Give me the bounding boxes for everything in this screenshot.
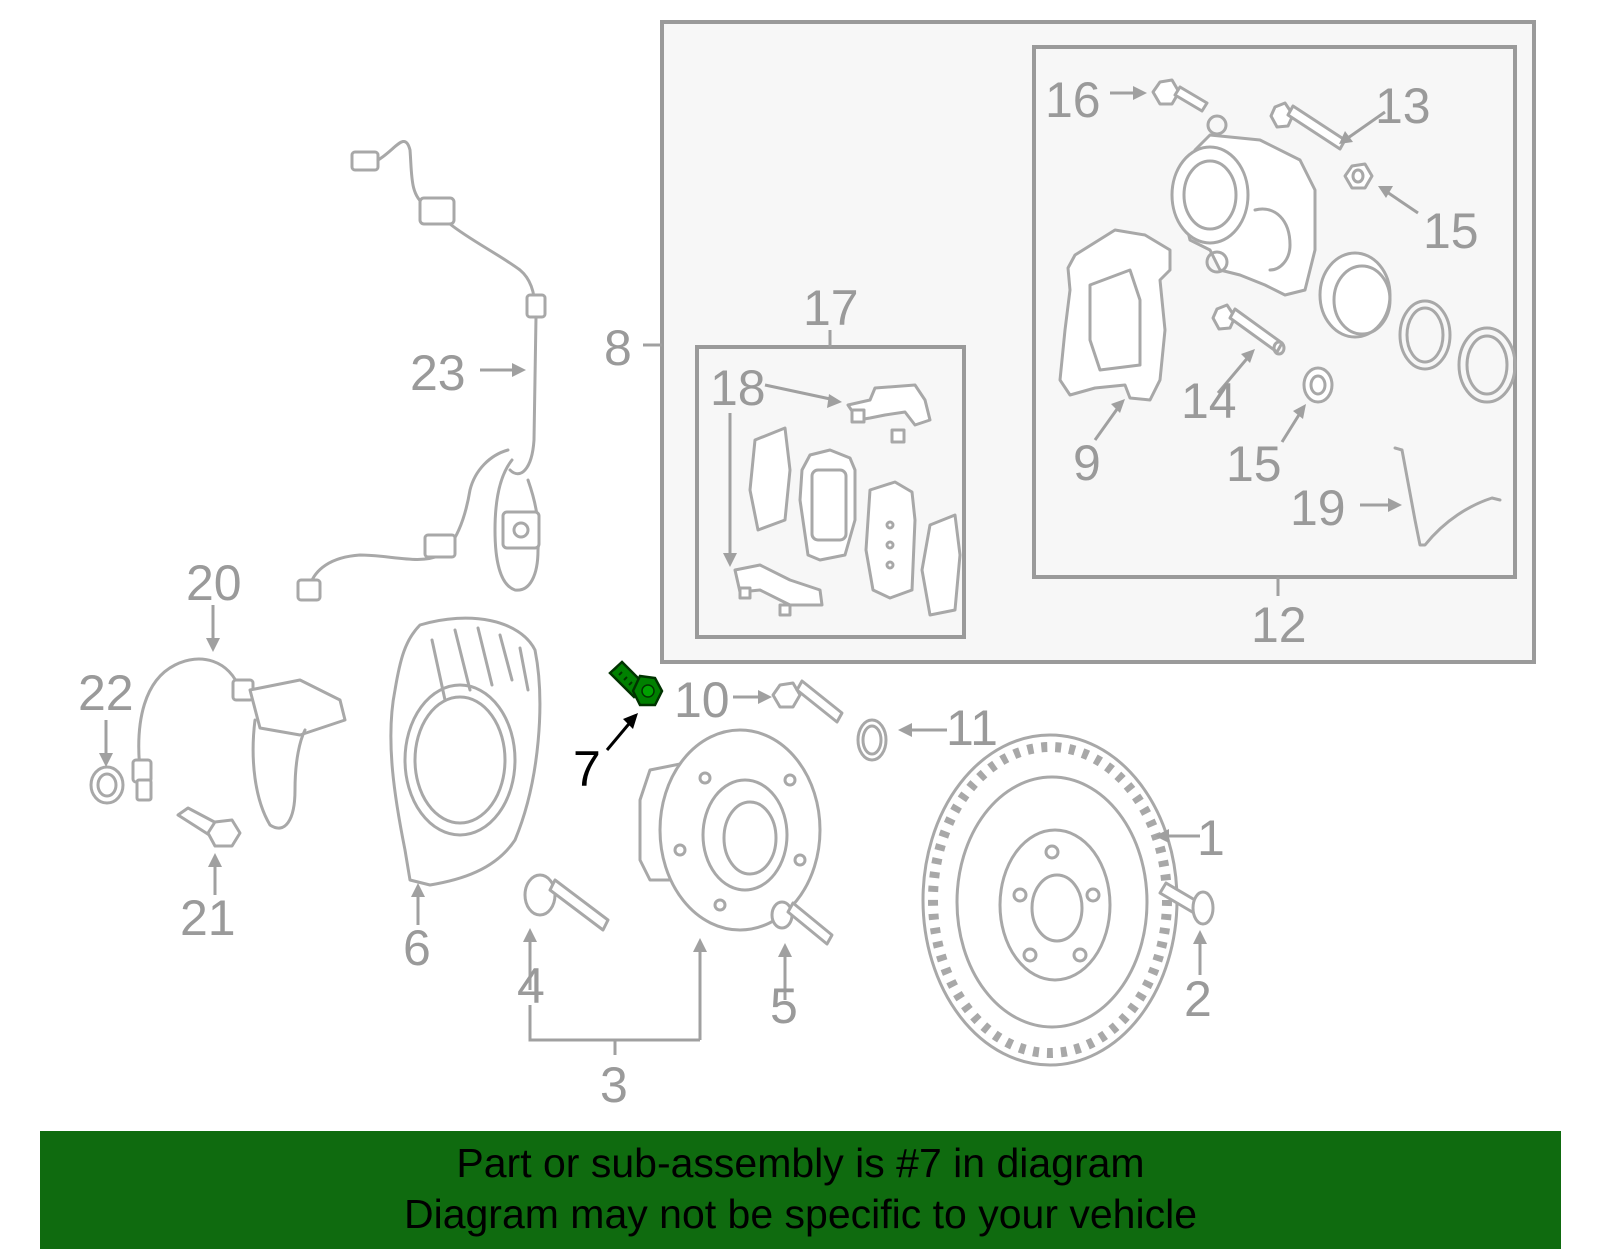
hose-bolt[interactable] bbox=[176, 806, 242, 848]
arrowhead-19 bbox=[1388, 498, 1402, 512]
callout-7: 7 bbox=[573, 741, 601, 797]
leader-14 bbox=[1216, 354, 1252, 394]
info-banner: Part or sub-assembly is #7 in diagram Di… bbox=[40, 1131, 1561, 1249]
arrowhead-22 bbox=[99, 753, 113, 767]
callout-16: 16 bbox=[1045, 72, 1101, 128]
arrowhead-3 bbox=[693, 938, 707, 952]
caliper-bolt-16[interactable] bbox=[1151, 78, 1209, 113]
callout-8: 8 bbox=[604, 320, 632, 376]
arrowhead-14 bbox=[1241, 349, 1255, 363]
wheel-speed-sensor-harness[interactable] bbox=[296, 140, 547, 602]
arrowhead-10 bbox=[758, 690, 772, 704]
callout-15-upper: 15 bbox=[1423, 203, 1479, 259]
arrowhead-16 bbox=[1133, 86, 1147, 100]
arrowhead-18 bbox=[827, 394, 842, 408]
arrowhead-6 bbox=[411, 883, 425, 897]
callout-15-lower: 15 bbox=[1226, 436, 1282, 492]
callout-2: 2 bbox=[1184, 971, 1212, 1027]
brake-rotor[interactable] bbox=[921, 733, 1179, 1067]
bracket-3 bbox=[528, 1005, 700, 1042]
guide-boot-15-upper[interactable] bbox=[1343, 162, 1374, 190]
guide-pin-14[interactable] bbox=[1211, 303, 1286, 356]
arrowhead-15b bbox=[1293, 404, 1306, 419]
brake-pad-inner[interactable] bbox=[864, 480, 917, 600]
brake-pad-shim-outer[interactable] bbox=[748, 426, 792, 532]
leader-9 bbox=[1093, 404, 1122, 441]
guide-boot-15-lower[interactable] bbox=[1302, 366, 1334, 404]
leader-15a bbox=[1383, 188, 1419, 215]
dust-boot[interactable] bbox=[1457, 326, 1517, 404]
arrowhead-20 bbox=[206, 638, 220, 652]
callout-21: 21 bbox=[180, 890, 236, 946]
arrowhead-23 bbox=[512, 363, 526, 377]
callout-13: 13 bbox=[1375, 78, 1431, 134]
callout-4: 4 bbox=[517, 958, 545, 1014]
callout-12: 12 bbox=[1251, 597, 1307, 653]
rotor-screw[interactable] bbox=[1158, 881, 1215, 926]
arrowhead-13 bbox=[1339, 131, 1353, 144]
callout-6: 6 bbox=[403, 920, 431, 976]
arrowhead-15a bbox=[1378, 186, 1393, 198]
arrowhead-2 bbox=[1193, 930, 1207, 944]
caliper-housing[interactable] bbox=[1170, 114, 1317, 297]
snap-ring[interactable] bbox=[856, 718, 888, 762]
leader-13 bbox=[1344, 110, 1386, 142]
callout-19: 19 bbox=[1290, 480, 1346, 536]
anti-rattle-clip-upper[interactable] bbox=[846, 383, 932, 444]
banner-line-2: Diagram may not be specific to your vehi… bbox=[403, 1191, 1197, 1237]
arrowhead-1 bbox=[1155, 829, 1169, 843]
callout-17: 17 bbox=[803, 280, 859, 336]
callout-11: 11 bbox=[946, 700, 998, 756]
arrowhead-5 bbox=[778, 943, 792, 957]
wheel-stud[interactable] bbox=[770, 900, 834, 946]
guide-pin-13[interactable] bbox=[1269, 101, 1347, 151]
arrowhead-21 bbox=[208, 853, 222, 867]
piston-seal[interactable] bbox=[1398, 299, 1452, 371]
hub-bolt[interactable] bbox=[523, 873, 610, 932]
arrowhead-11 bbox=[898, 723, 912, 737]
arrowhead-4 bbox=[523, 928, 537, 942]
pad-wear-sensor[interactable] bbox=[1393, 446, 1502, 547]
highlighted-bolt-7[interactable] bbox=[608, 660, 664, 707]
grommet[interactable] bbox=[89, 765, 125, 805]
callout-9: 9 bbox=[1073, 435, 1101, 491]
splash-shield[interactable] bbox=[389, 616, 542, 887]
callout-22: 22 bbox=[78, 665, 134, 721]
anti-rattle-clip-lower[interactable] bbox=[733, 563, 824, 617]
caliper-mount-bolt[interactable] bbox=[771, 679, 844, 724]
arrowhead-18-lower bbox=[723, 553, 737, 567]
brake-pad-shim-inner[interactable] bbox=[920, 513, 962, 617]
brake-hose[interactable] bbox=[131, 657, 347, 830]
callout-18: 18 bbox=[710, 360, 766, 416]
arrowhead-7 bbox=[623, 713, 638, 729]
callout-5: 5 bbox=[770, 978, 798, 1034]
caliper-bracket[interactable] bbox=[1058, 228, 1172, 402]
callout-10: 10 bbox=[674, 672, 730, 728]
callout-14: 14 bbox=[1181, 373, 1237, 429]
banner-line-1: Part or sub-assembly is #7 in diagram bbox=[456, 1140, 1145, 1186]
callout-1: 1 bbox=[1197, 810, 1225, 866]
arrowhead-9 bbox=[1111, 399, 1125, 413]
callout-3: 3 bbox=[600, 1057, 628, 1113]
hub-assembly[interactable] bbox=[638, 728, 822, 932]
leader-18 bbox=[764, 383, 836, 402]
caliper-piston[interactable] bbox=[1318, 251, 1392, 339]
callout-20: 20 bbox=[186, 555, 242, 611]
callout-23: 23 bbox=[410, 345, 466, 401]
brake-pad-outer[interactable] bbox=[798, 448, 857, 562]
